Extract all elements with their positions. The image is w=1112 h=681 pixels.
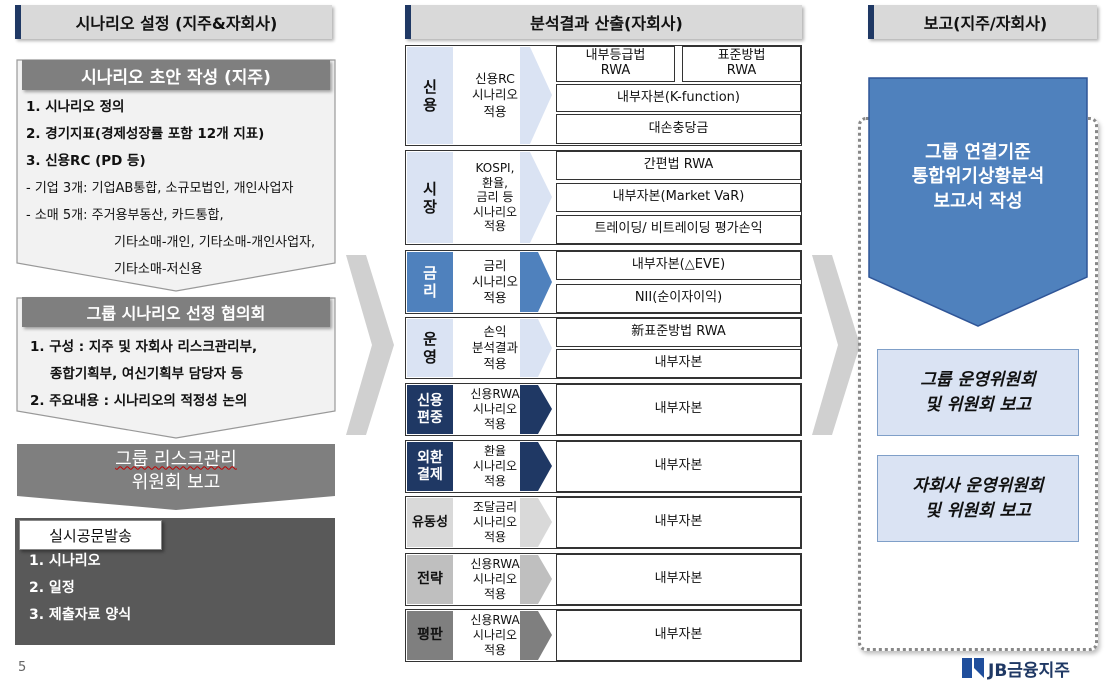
list-item: 2. 주요내용 : 시나리오의 적정성 논의 — [30, 393, 248, 409]
draft-list: 1. 시나리오 정의 2. 경기지표(경제성장률 포함 12개 지표) 3. 신… — [26, 94, 331, 283]
arrow-right-icon — [812, 255, 860, 435]
chevron-shape — [520, 611, 552, 660]
cell-ops-capital: 내부자본 — [556, 349, 801, 378]
list-item: 1. 시나리오 정의 — [26, 99, 125, 115]
list-item: 2. 경기지표(경제성장률 포함 12개 지표) — [26, 126, 265, 142]
committee-box-shape — [17, 444, 335, 510]
jb-logo-icon — [962, 658, 984, 678]
desc-strategy: 신용RWA 시나리오 적용 — [470, 557, 520, 601]
list-item: 3. 제출자료 양식 — [29, 607, 132, 623]
category-ops: 운 영 — [407, 319, 453, 377]
dispatch-list: 1. 시나리오 2. 일정 3. 제출자료 양식 — [29, 548, 319, 629]
page-number: 5 — [18, 660, 27, 675]
cell-fx-capital: 내부자본 — [556, 441, 801, 492]
cell-liquidity-capital: 내부자본 — [556, 497, 801, 548]
chevron-shape — [520, 319, 552, 377]
cell-rate-eve: 내부자본(△EVE) — [556, 251, 801, 280]
draft-box-title: 시나리오 초안 작성 (지주) — [22, 60, 330, 90]
list-item: 기타소매-개인, 기타소매-개인사업자, — [114, 235, 316, 250]
category-rate: 금 리 — [407, 252, 453, 312]
list-item: - 소매 5개: 주거용부동산, 카드통합, — [26, 208, 224, 223]
report-pentagon-shape — [868, 77, 1088, 327]
chevron-shape — [520, 555, 552, 604]
desc-liquidity: 조달금리 시나리오 적용 — [472, 500, 518, 544]
desc-concentration: 신용RWA 시나리오 적용 — [470, 387, 520, 431]
desc-market: KOSPI, 환율, 금리 등 시나리오 적용 — [472, 160, 518, 234]
category-credit: 신 용 — [407, 47, 453, 144]
header-reporting: 보고(지주/자회사) — [868, 5, 1097, 39]
desc-rate: 금리 시나리오 적용 — [471, 257, 518, 306]
cell-concentration-capital: 내부자본 — [556, 384, 801, 435]
committee-box-text: 그룹 리스크관리 위원회 보고 — [15, 446, 337, 496]
cell-rate-nii: NII(순이자이익) — [556, 284, 801, 313]
desc-reputation: 신용RWA 시나리오 적용 — [470, 613, 520, 657]
committee-line1: 그룹 리스크관리 — [115, 448, 237, 470]
list-item: 3. 신용RC (PD 등) — [26, 153, 146, 169]
desc-credit: 신용RC 시나리오 적용 — [471, 71, 518, 119]
header-scenario-setting: 시나리오 설정 (지주&자회사) — [15, 5, 332, 39]
cell-credit-provision: 대손충당금 — [556, 114, 801, 144]
desc-ops: 손익 분석결과 적용 — [471, 323, 518, 372]
group-committee-report: 그룹 운영위원회 및 위원회 보고 — [877, 349, 1079, 436]
company-logo: JB금융지주 — [962, 657, 1070, 681]
logo-text: JB금융지주 — [988, 660, 1070, 681]
category-market: 시 장 — [407, 152, 453, 243]
report-text: 그룹 연결기준 통합위기상황분석 보고서 작성 — [911, 142, 1045, 212]
list-item: 1. 구성 : 지주 및 자회사 리스크관리부, — [30, 339, 258, 355]
list-item: 2. 일정 — [29, 580, 75, 596]
chevron-shape — [520, 385, 552, 434]
cell-strategy-capital: 내부자본 — [556, 554, 801, 605]
chevron-shape — [520, 152, 552, 243]
list-item: 종합기획부, 여신기획부 담당자 등 — [50, 366, 244, 382]
dispatch-tab: 실시공문발송 — [19, 520, 162, 550]
category-liquidity: 유동성 — [407, 498, 453, 547]
cell-ops-rwa: 新표준방법 RWA — [556, 318, 801, 347]
cell-market-var: 내부자본(Market VaR) — [556, 183, 801, 212]
council-box-title: 그룹 시나리오 선정 협의회 — [22, 297, 330, 327]
category-concentration: 신용 편중 — [407, 385, 453, 434]
chevron-shape — [520, 47, 552, 144]
chevron-shape — [520, 252, 552, 312]
cell-market-pnl: 트레이딩/ 비트레이딩 평가손익 — [556, 215, 801, 244]
list-item: - 기업 3개: 기업AB통합, 소규모법인, 개인사업자 — [26, 181, 294, 196]
council-list: 1. 구성 : 지주 및 자회사 리스크관리부, 종합기획부, 여신기획부 담당… — [30, 334, 330, 415]
chevron-shape — [520, 498, 552, 547]
cell-credit-irb-rwa: 내부등급법 RWA — [556, 46, 675, 82]
category-fx: 외환 결제 — [407, 442, 453, 491]
desc-fx: 환율 시나리오 적용 — [472, 444, 518, 488]
cell-credit-std-rwa: 표준방법 RWA — [682, 46, 801, 82]
chevron-shape — [520, 442, 552, 491]
category-reputation: 평판 — [407, 611, 453, 660]
list-item: 1. 시나리오 — [29, 553, 101, 569]
category-strategy: 전략 — [407, 555, 453, 604]
header-analysis-results: 분석결과 산출(자회사) — [405, 5, 802, 39]
subsidiary-committee-report: 자회사 운영위원회 및 위원회 보고 — [877, 455, 1079, 542]
cell-market-rwa: 간편법 RWA — [556, 151, 801, 180]
committee-line2: 위원회 보고 — [131, 472, 221, 493]
cell-reputation-capital: 내부자본 — [556, 610, 801, 661]
cell-credit-kfunction: 내부자본(K-function) — [556, 84, 801, 112]
list-item: 기타소매-저신용 — [114, 262, 203, 277]
arrow-right-icon — [346, 255, 394, 435]
